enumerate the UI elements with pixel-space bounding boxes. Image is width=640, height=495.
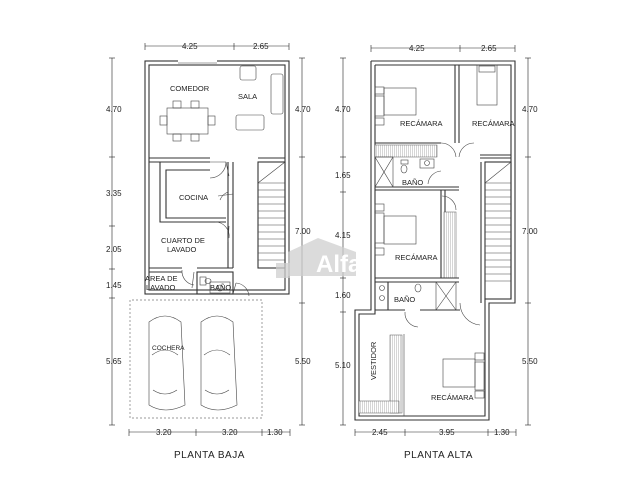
dim-bottom-1: 3.20 [156,428,172,437]
dim-left-5: 5.10 [335,361,351,370]
dim-bottom-1: 2.45 [372,428,388,437]
watermark-text: Alfa [316,251,362,278]
planta-baja [109,43,305,436]
dim-left-1: 4.70 [106,105,122,114]
room-label-recamara-2: RECÁMARA [472,119,515,128]
dim-left-5: 5.65 [106,357,122,366]
room-label-recamara-1: RECÁMARA [400,119,443,128]
dim-right-3: 5.50 [295,357,311,366]
dim-left-3: 2.05 [106,245,122,254]
room-label-cochera: COCHERA [152,345,185,352]
dim-bottom-3: 1.30 [494,428,510,437]
dim-bottom-2: 3.95 [439,428,455,437]
dim-right-1: 4.70 [522,105,538,114]
dim-top-left: 4.25 [409,44,425,53]
planta-alta-labels: RECÁMARA RECÁMARA BAÑO RECÁMARA BAÑO VES… [335,44,538,461]
dim-right-3: 5.50 [522,357,538,366]
room-label-bano-2: BAÑO [394,295,415,304]
dim-top-right: 2.65 [253,42,269,51]
room-label-cuarto-lavado-2: LAVADO [167,245,196,254]
dim-left-3: 4.15 [335,231,351,240]
planta-alta [340,45,531,436]
room-label-area-lavado-2: LAVADO [146,283,175,292]
room-label-recamara-4: RECÁMARA [431,393,474,402]
dim-top-right: 2.65 [481,44,497,53]
dim-left-4: 1.60 [335,291,351,300]
dim-bottom-3: 1.30 [267,428,283,437]
dim-right-2: 7.00 [522,227,538,236]
room-label-cocina: COCINA [179,193,208,202]
room-label-sala: SALA [238,92,257,101]
room-label-cuarto-lavado: CUARTO DE [161,236,205,245]
room-label-recamara-3: RECÁMARA [395,253,438,262]
dim-left-2: 3.35 [106,189,122,198]
dim-left-2: 1.65 [335,171,351,180]
dim-left-1: 4.70 [335,105,351,114]
room-label-vestidor: VESTIDOR [369,341,378,380]
room-label-comedor: COMEDOR [170,84,210,93]
dim-left-4: 1.45 [106,281,122,290]
planta-baja-labels: COMEDOR SALA COCINA CUARTO DE LAVADO ARE… [106,42,311,461]
dim-right-2: 7.00 [295,227,311,236]
plan-title-planta-baja: PLANTA BAJA [174,450,245,461]
dim-right-1: 4.70 [295,105,311,114]
room-label-bano: BAÑO [210,283,231,292]
room-label-area-lavado: AREA DE [145,274,178,283]
dim-top-left: 4.25 [182,42,198,51]
watermark-logo [276,238,356,278]
plan-title-planta-alta: PLANTA ALTA [404,450,473,461]
room-label-bano-1: BAÑO [402,178,423,187]
dim-bottom-2: 3.20 [222,428,238,437]
